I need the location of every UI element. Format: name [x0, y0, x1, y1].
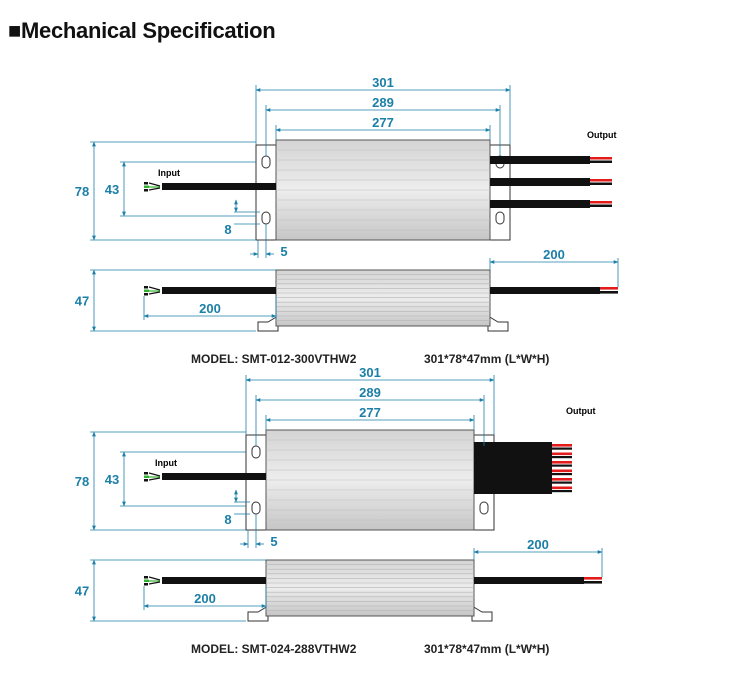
- model-1-output-cable-2: [490, 178, 590, 186]
- model-2-output-cable-bundle: [474, 442, 552, 494]
- model-2-side-input-plug-fan-1: [148, 576, 161, 581]
- model-2-output-red-6: [552, 486, 572, 490]
- model-1-side-output-red: [600, 287, 618, 290]
- model-2-dim-offset-label: 5: [270, 534, 277, 549]
- model-2-input-plug-tip-3: [144, 479, 148, 482]
- model-2-output-red-1: [552, 444, 572, 447]
- model-1-dim-width-label: 78: [75, 184, 89, 199]
- model-1-side-output-cable: [490, 287, 600, 294]
- model-1-dim-input-lead-label: 200: [199, 301, 221, 316]
- model-1-output-cable-1: [490, 156, 590, 164]
- model-2-output-blk-5: [552, 481, 572, 484]
- model-2-side-input-plug-tip-2: [144, 579, 149, 582]
- model-2-output-blk-3: [552, 464, 572, 467]
- model-2-mount-slot-2: [251, 501, 261, 515]
- model-1-size-label: 301*78*47mm (L*W*H): [424, 352, 549, 366]
- model-2-side-output-blk: [584, 581, 602, 584]
- model-1-dim-offset-label: 5: [280, 244, 287, 259]
- model-1-side-input-plug-tip-2: [144, 289, 149, 292]
- model-2-dim-mount-label: 289: [359, 385, 381, 400]
- model-1-case-side: [275, 269, 491, 327]
- model-1-output-blk-1: [590, 160, 612, 163]
- model-1-side-input-plug-fan-1: [148, 286, 161, 291]
- model-2-dim-slot-label: 8: [224, 512, 231, 527]
- page-title: ■Mechanical Specification: [8, 18, 276, 43]
- model-2-input-label: Input: [155, 458, 177, 468]
- model-1-input-plug-tip-2: [144, 185, 149, 188]
- model-1-output-red-1: [590, 157, 612, 160]
- model-2-output-blk-1: [552, 447, 572, 450]
- model-1-input-plug-fan-1: [148, 182, 161, 187]
- model-1-input-label: Input: [158, 168, 180, 178]
- model-1-dim-slot-label: 8: [224, 222, 231, 237]
- model-2-dim-height-label: 47: [75, 584, 89, 599]
- model-1-input-plug-tip-1: [144, 182, 148, 185]
- model-1-side-input-plug-fan-3: [148, 291, 161, 295]
- model-2-drawing: Input Output 301 289 277 78 43 8 5 47 200 200MODEL:…: [75, 365, 603, 656]
- model-1-input-plug-fan-3: [148, 187, 161, 191]
- model-2-side-input-plug-tip-3: [144, 583, 148, 586]
- model-2-input-plug-tip-2: [144, 475, 149, 478]
- model-2-output-label: Output: [566, 406, 596, 416]
- model-2-foot-right: [471, 605, 493, 622]
- model-2-output-red-2: [552, 452, 572, 456]
- model-2-output-blk-4: [552, 473, 572, 476]
- model-1-mount-slot-4: [495, 211, 505, 225]
- model-1-dim-body-label: 277: [372, 115, 394, 130]
- model-2-output-red-4: [552, 469, 572, 473]
- model-1-output-red-2: [590, 179, 612, 182]
- model-2-foot-left: [247, 605, 269, 622]
- model-1-output-cable-3: [490, 200, 590, 208]
- model-2-side-output-red: [584, 577, 602, 580]
- model-2-size-label: 301*78*47mm (L*W*H): [424, 642, 549, 656]
- model-2-input-plug-fan-1: [148, 472, 161, 477]
- model-2-side-output-cable: [474, 577, 584, 584]
- model-1-input-cable: [162, 183, 276, 190]
- model-1-side-output-blk: [600, 291, 618, 294]
- model-2-dim-width-label: 78: [75, 474, 89, 489]
- model-1-dim-mount-label: 289: [372, 95, 394, 110]
- model-1-output-label: Output: [587, 130, 617, 140]
- model-2-mount-slot-1: [251, 445, 261, 459]
- model-1-dim-overall-label: 301: [372, 75, 394, 90]
- model-1-side-input-plug-tip-1: [144, 286, 148, 289]
- model-1-dim-height-label: 47: [75, 294, 89, 309]
- model-2-input-plug-tip-1: [144, 472, 148, 475]
- model-2-input-plug-fan-3: [148, 477, 161, 481]
- model-2-side-input-plug-fan-3: [148, 581, 161, 585]
- model-2-case-side: [265, 559, 475, 617]
- model-2-dim-input-lead-label: 200: [194, 591, 216, 606]
- model-1-input-plug-tip-3: [144, 189, 148, 192]
- model-1-drawing: Input Output 301 289 277 78 43 8 5 47 200 200MODEL:…: [75, 75, 619, 366]
- model-2-output-blk-6: [552, 490, 572, 493]
- model-1-foot-left: [257, 315, 279, 332]
- model-1-mount-slot-2: [261, 211, 271, 225]
- model-1-foot-right: [487, 315, 509, 332]
- model-2-model-label: MODEL: SMT-024-288VTHW2: [191, 642, 357, 656]
- model-2-dim-body-label: 277: [359, 405, 381, 420]
- model-2-mount-slot-4: [479, 501, 489, 515]
- model-1-model-label: MODEL: SMT-012-300VTHW2: [191, 352, 357, 366]
- model-2-dim-overall-label: 301: [359, 365, 381, 380]
- model-1-mount-slot-1: [261, 155, 271, 169]
- model-1-output-red-3: [590, 201, 612, 204]
- model-2-side-input-plug-tip-1: [144, 576, 148, 579]
- model-1-dim-hole-label: 43: [105, 182, 119, 197]
- model-2-output-blk-2: [552, 456, 572, 459]
- model-2-dim-output-lead-label: 200: [527, 537, 549, 552]
- model-2-input-cable: [162, 473, 266, 480]
- model-2-side-input-cable: [162, 577, 266, 584]
- model-1-dim-output-lead-label: 200: [543, 247, 565, 262]
- model-2-dim-hole-label: 43: [105, 472, 119, 487]
- model-1-output-blk-3: [590, 204, 612, 207]
- model-1-side-input-cable: [162, 287, 276, 294]
- model-1-output-blk-2: [590, 182, 612, 185]
- model-2-output-red-3: [552, 461, 572, 464]
- model-1-side-input-plug-tip-3: [144, 293, 148, 296]
- model-2-output-red-5: [552, 478, 572, 481]
